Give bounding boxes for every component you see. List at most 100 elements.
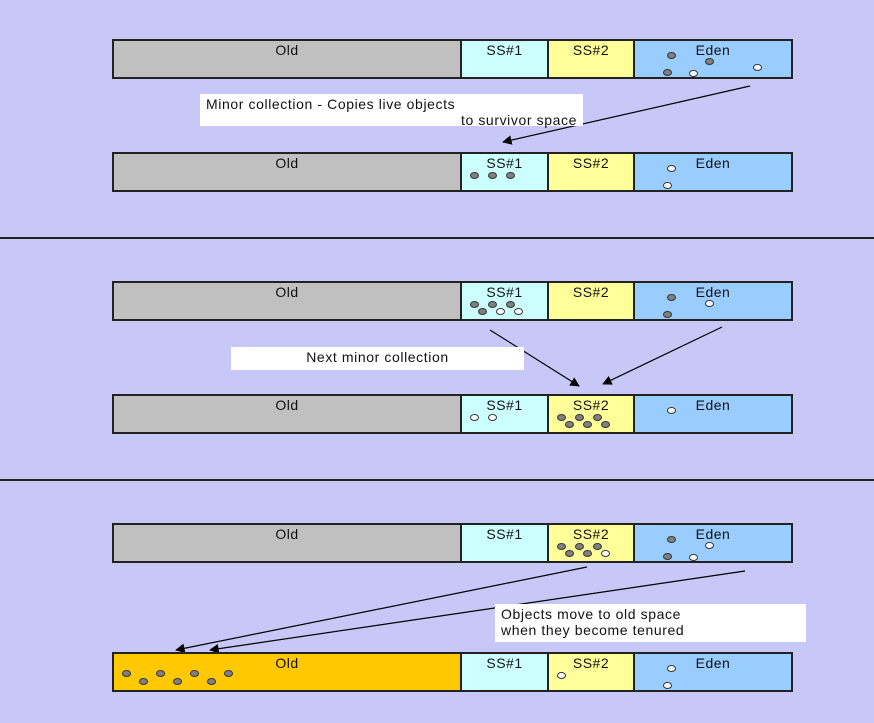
live-object — [663, 311, 672, 318]
segment-old: Old — [114, 654, 462, 690]
live-object — [667, 294, 676, 301]
live-object — [667, 536, 676, 543]
segment-label-ss2: SS#2 — [572, 397, 610, 413]
caption-minor-collection-line1: Minor collection - Copies live objects — [206, 96, 456, 112]
segment-old: Old — [114, 154, 462, 190]
live-object — [488, 172, 497, 179]
segment-label-ss1: SS#1 — [486, 526, 523, 542]
segment-label-ss2: SS#2 — [572, 655, 610, 671]
caption-minor-collection-line2: to survivor space — [460, 112, 577, 128]
segment-eden: Eden — [635, 283, 791, 319]
segment-ss1: SS#1 — [462, 283, 549, 319]
live-object — [557, 414, 566, 421]
live-object — [663, 69, 672, 76]
segment-label-eden: Eden — [695, 397, 731, 413]
segment-ss2: SS#2 — [549, 283, 635, 319]
live-object — [565, 550, 574, 557]
segment-label-old: Old — [275, 526, 299, 542]
segment-old: Old — [114, 396, 462, 432]
live-object — [470, 301, 479, 308]
segment-label-old: Old — [275, 284, 299, 300]
segment-label-eden: Eden — [695, 526, 731, 542]
live-object — [593, 543, 602, 550]
segment-eden: Eden — [635, 654, 791, 690]
segment-label-old: Old — [275, 155, 299, 171]
segment-label-old: Old — [275, 397, 299, 413]
dead-object — [689, 554, 698, 561]
heap-bar-before-next-minor-collection: Old SS#1 SS#2 Eden — [112, 281, 793, 321]
live-object — [156, 670, 165, 677]
heap-bar-before-tenuring: Old SS#1 SS#2 Eden — [112, 523, 793, 563]
dead-object — [470, 414, 479, 421]
segment-label-ss2: SS#2 — [572, 284, 610, 300]
segment-ss2: SS#2 — [549, 525, 635, 561]
segment-label-eden: Eden — [695, 284, 731, 300]
heap-bar-after-minor-collection: Old SS#1 SS#2 Eden — [112, 152, 793, 192]
live-object — [593, 414, 602, 421]
segment-label-ss2: SS#2 — [572, 526, 610, 542]
segment-ss2: SS#2 — [549, 396, 635, 432]
live-object — [583, 421, 592, 428]
dead-object — [689, 70, 698, 77]
live-object — [506, 301, 515, 308]
dead-object — [496, 308, 505, 315]
live-object — [557, 543, 566, 550]
live-object — [224, 670, 233, 677]
segment-ss2: SS#2 — [549, 41, 635, 77]
dead-object — [705, 542, 714, 549]
segment-label-ss1: SS#1 — [486, 397, 523, 413]
live-object — [190, 670, 199, 677]
segment-ss1: SS#1 — [462, 654, 549, 690]
segment-eden: Eden — [635, 41, 791, 77]
caption-next-minor-collection: Next minor collection — [231, 347, 524, 370]
dead-object — [514, 308, 523, 315]
live-object — [122, 670, 131, 677]
live-object — [488, 301, 497, 308]
segment-ss1: SS#1 — [462, 41, 549, 77]
live-object — [565, 421, 574, 428]
caption-tenured-line2: when they become tenured — [501, 622, 685, 638]
dead-object — [705, 300, 714, 307]
heap-bar-after-tenuring: Old SS#1 SS#2 Eden — [112, 652, 793, 692]
dead-object — [667, 165, 676, 172]
dead-object — [557, 672, 566, 679]
caption-minor-collection: Minor collection - Copies live objects t… — [200, 94, 583, 128]
caption-tenured: Objects move to old space when they beco… — [495, 604, 806, 642]
segment-eden: Eden — [635, 154, 791, 190]
dead-object — [601, 550, 610, 557]
segment-label-ss2: SS#2 — [572, 155, 610, 171]
live-object — [705, 58, 714, 65]
live-object — [601, 421, 610, 428]
dead-object — [488, 414, 497, 421]
dead-object — [753, 64, 762, 71]
live-object — [470, 172, 479, 179]
arrow-eden-to-ss2 — [602, 326, 723, 385]
dead-object — [663, 182, 672, 189]
segment-label-eden: Eden — [695, 655, 731, 671]
panel-divider — [0, 237, 874, 239]
segment-ss1: SS#1 — [462, 154, 549, 190]
segment-old: Old — [114, 41, 462, 77]
live-object — [207, 678, 216, 685]
segment-label-ss1: SS#1 — [486, 655, 523, 671]
live-object — [506, 172, 515, 179]
segment-old: Old — [114, 283, 462, 319]
segment-label-ss1: SS#1 — [486, 155, 523, 171]
heap-bar-after-next-minor-collection: Old SS#1 SS#2 Eden — [112, 394, 793, 434]
segment-ss2: SS#2 — [549, 154, 635, 190]
live-object — [575, 414, 584, 421]
live-object — [139, 678, 148, 685]
segment-old: Old — [114, 525, 462, 561]
live-object — [173, 678, 182, 685]
segment-ss1: SS#1 — [462, 525, 549, 561]
dead-object — [667, 407, 676, 414]
segment-label-ss2: SS#2 — [572, 42, 610, 58]
segment-label-ss1: SS#1 — [486, 284, 523, 300]
live-object — [663, 553, 672, 560]
segment-label-old: Old — [275, 655, 299, 671]
caption-next-minor-collection-text: Next minor collection — [306, 349, 449, 365]
dead-object — [663, 682, 672, 689]
segment-eden: Eden — [635, 525, 791, 561]
